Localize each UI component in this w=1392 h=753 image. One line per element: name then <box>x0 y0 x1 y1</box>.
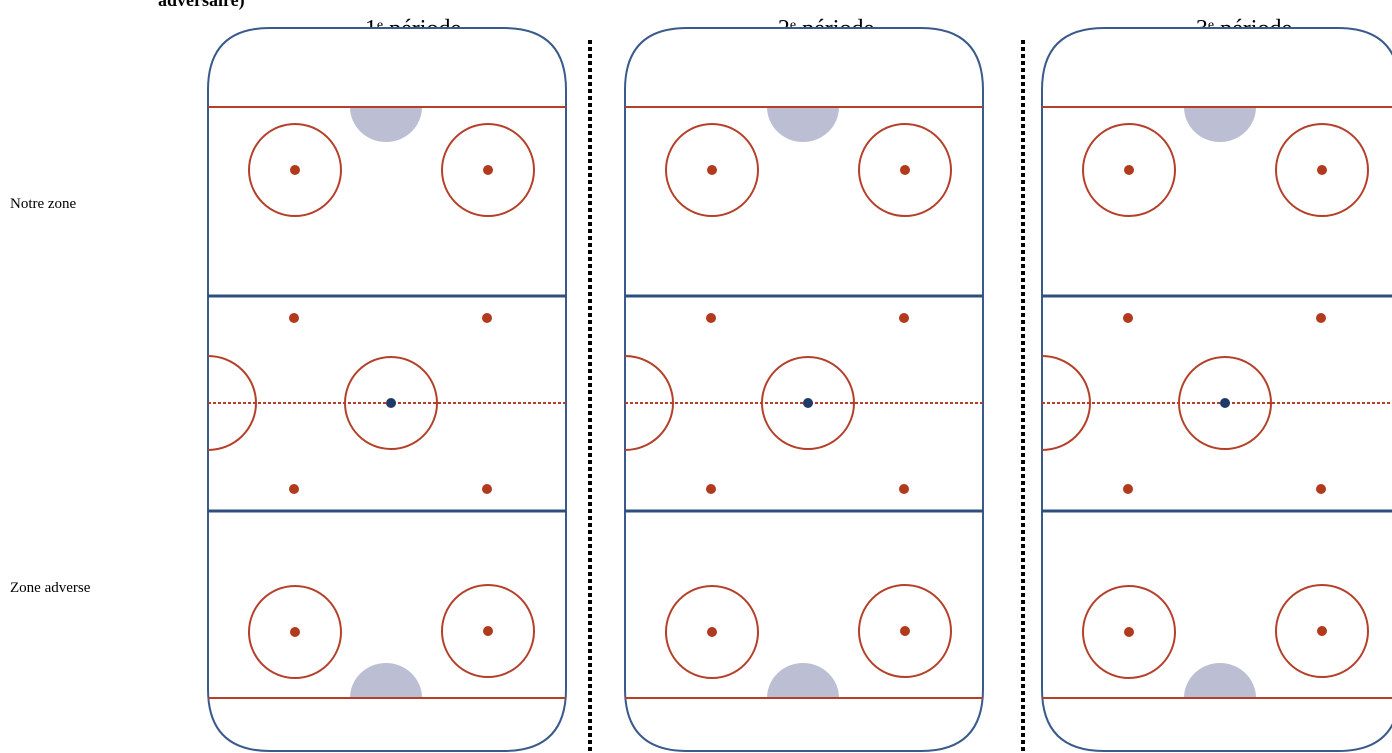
faceoff-dot <box>1124 627 1134 637</box>
goal-crease-top <box>767 107 839 142</box>
faceoff-circle <box>858 123 952 217</box>
goal-crease-top <box>350 107 422 142</box>
faceoff-circle <box>665 123 759 217</box>
referee-crease <box>207 355 257 451</box>
faceoff-dot <box>290 627 300 637</box>
goal-crease-bottom <box>767 663 839 698</box>
neutral-faceoff-dot <box>482 313 492 323</box>
faceoff-dot <box>483 626 493 636</box>
center-dot <box>386 398 396 408</box>
neutral-faceoff-dot <box>1316 484 1326 494</box>
neutral-faceoff-dot <box>1123 484 1133 494</box>
our-zone-label: Notre zone <box>10 196 77 212</box>
goal-crease-bottom <box>1184 663 1256 698</box>
rink-3 <box>1041 27 1392 752</box>
neutral-faceoff-dot <box>899 313 909 323</box>
period-3-superscript: e <box>1207 18 1215 33</box>
center-circle <box>344 356 438 450</box>
rink-boards <box>1041 27 1392 752</box>
opponent-zone-label: Zone adverse <box>10 580 91 596</box>
faceoff-dot <box>707 165 717 175</box>
faceoff-dot <box>900 165 910 175</box>
faceoff-circle <box>1275 584 1369 678</box>
neutral-faceoff-dot <box>706 313 716 323</box>
faceoff-circle <box>1275 123 1369 217</box>
faceoff-dot <box>900 626 910 636</box>
faceoff-circle <box>1082 585 1176 679</box>
center-circle <box>1178 356 1272 450</box>
faceoff-circle <box>665 585 759 679</box>
faceoff-circle <box>441 123 535 217</box>
faceoff-dot <box>483 165 493 175</box>
faceoff-dot <box>707 627 717 637</box>
faceoff-dot <box>1317 165 1327 175</box>
period-2-superscript: e <box>789 18 797 33</box>
neutral-faceoff-dot <box>289 313 299 323</box>
neutral-faceoff-dot <box>899 484 909 494</box>
center-circle <box>761 356 855 450</box>
center-dot <box>1220 398 1230 408</box>
rink-boards <box>207 27 567 752</box>
faceoff-circle <box>1082 123 1176 217</box>
neutral-faceoff-dot <box>1316 313 1326 323</box>
faceoff-dot <box>1124 165 1134 175</box>
neutral-faceoff-dot <box>482 484 492 494</box>
faceoff-circle <box>248 585 342 679</box>
faceoff-dot <box>1317 626 1327 636</box>
faceoff-circle <box>248 123 342 217</box>
faceoff-circle <box>441 584 535 678</box>
cut-off-heading: adversaire) <box>158 0 245 10</box>
faceoff-circle <box>858 584 952 678</box>
rink-1 <box>207 27 567 752</box>
faceoff-dot <box>290 165 300 175</box>
goal-crease-bottom <box>350 663 422 698</box>
referee-crease <box>624 355 674 451</box>
goal-crease-top <box>1184 107 1256 142</box>
center-dot <box>803 398 813 408</box>
neutral-faceoff-dot <box>706 484 716 494</box>
rink-2 <box>624 27 984 752</box>
rink-boards <box>624 27 984 752</box>
referee-crease <box>1041 355 1091 451</box>
neutral-faceoff-dot <box>1123 313 1133 323</box>
period-1-superscript: e <box>376 18 384 33</box>
neutral-faceoff-dot <box>289 484 299 494</box>
